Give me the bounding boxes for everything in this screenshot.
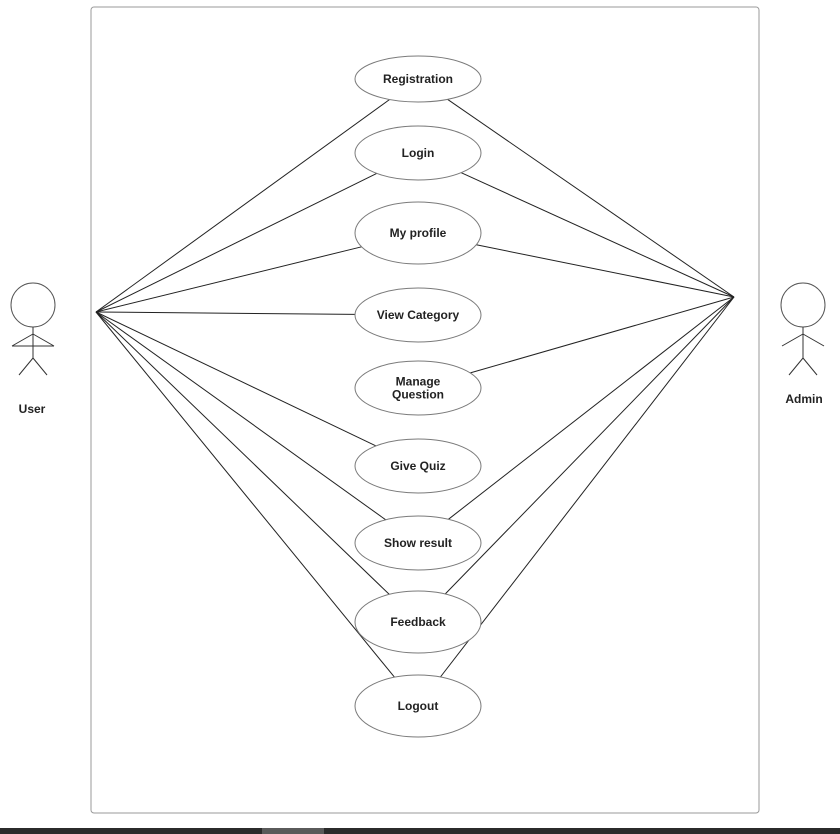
actor-user-head (10, 282, 56, 328)
association-user-logout (95, 311, 395, 678)
actor-admin-label: Admin (785, 392, 822, 406)
association-user-login (95, 172, 377, 313)
bottom-scrollbar-track[interactable] (0, 828, 840, 834)
actor-admin-leg-right (802, 357, 818, 376)
association-admin-logout (440, 296, 735, 678)
use-case-ellipse (354, 590, 482, 654)
association-admin-manage-question (470, 296, 735, 374)
use-case-ellipse (354, 287, 482, 343)
association-admin-registration (447, 98, 735, 298)
actor-user-arm-right (32, 333, 55, 347)
association-user-registration (95, 99, 390, 313)
association-user-give-quiz (95, 311, 377, 447)
use-case-view-category: View Category (354, 287, 482, 343)
use-case-label: Login (402, 146, 435, 160)
actor-admin: Admin (780, 282, 826, 406)
use-case-ellipse (354, 674, 482, 738)
use-case-label: Show result (384, 536, 452, 550)
actor-user: User (10, 282, 56, 416)
use-case-label: View Category (377, 308, 460, 322)
use-case-ellipse (354, 515, 482, 571)
use-case-label: Feedback (390, 615, 446, 629)
actor-user-arm-left (11, 333, 34, 347)
use-case-ellipse (354, 125, 482, 181)
association-lines (95, 98, 735, 678)
use-case-ellipse (354, 438, 482, 494)
use-case-label: Give Quiz (390, 459, 445, 473)
use-case-label: Manage (396, 375, 441, 389)
use-case-show-result: Show result (354, 515, 482, 571)
use-case-login: Login (354, 125, 482, 181)
actor-admin-arm-left (781, 333, 804, 347)
use-case-label: Logout (398, 699, 439, 713)
use-case-my-profile: My profile (354, 201, 482, 265)
association-admin-my-profile (476, 244, 735, 298)
association-user-show-result (95, 311, 386, 521)
use-case-ellipse (354, 360, 482, 416)
use-case-label: Registration (383, 72, 453, 86)
actor-admin-leg-left (788, 357, 804, 376)
use-case-label: Question (392, 388, 444, 402)
use-case-label: My profile (390, 226, 447, 240)
use-case-feedback: Feedback (354, 590, 482, 654)
use-case-ellipse (354, 201, 482, 265)
actor-user-leg-right (32, 357, 48, 376)
use-case-ellipse (354, 55, 482, 103)
system-boundary (90, 6, 760, 814)
use-case-registration: Registration (354, 55, 482, 103)
actor-admin-head (780, 282, 826, 328)
association-admin-feedback (444, 296, 735, 595)
use-case-logout: Logout (354, 674, 482, 738)
association-user-view-category (95, 311, 356, 315)
association-user-feedback (95, 311, 390, 595)
association-admin-login (460, 172, 735, 298)
use-case-give-quiz: Give Quiz (354, 438, 482, 494)
actor-user-label: User (19, 402, 46, 416)
actor-admin-arm-right (802, 333, 825, 347)
association-admin-show-result (448, 296, 735, 520)
bottom-scrollbar-thumb[interactable] (262, 828, 324, 834)
association-user-my-profile (95, 246, 362, 313)
actor-user-leg-left (18, 357, 34, 376)
